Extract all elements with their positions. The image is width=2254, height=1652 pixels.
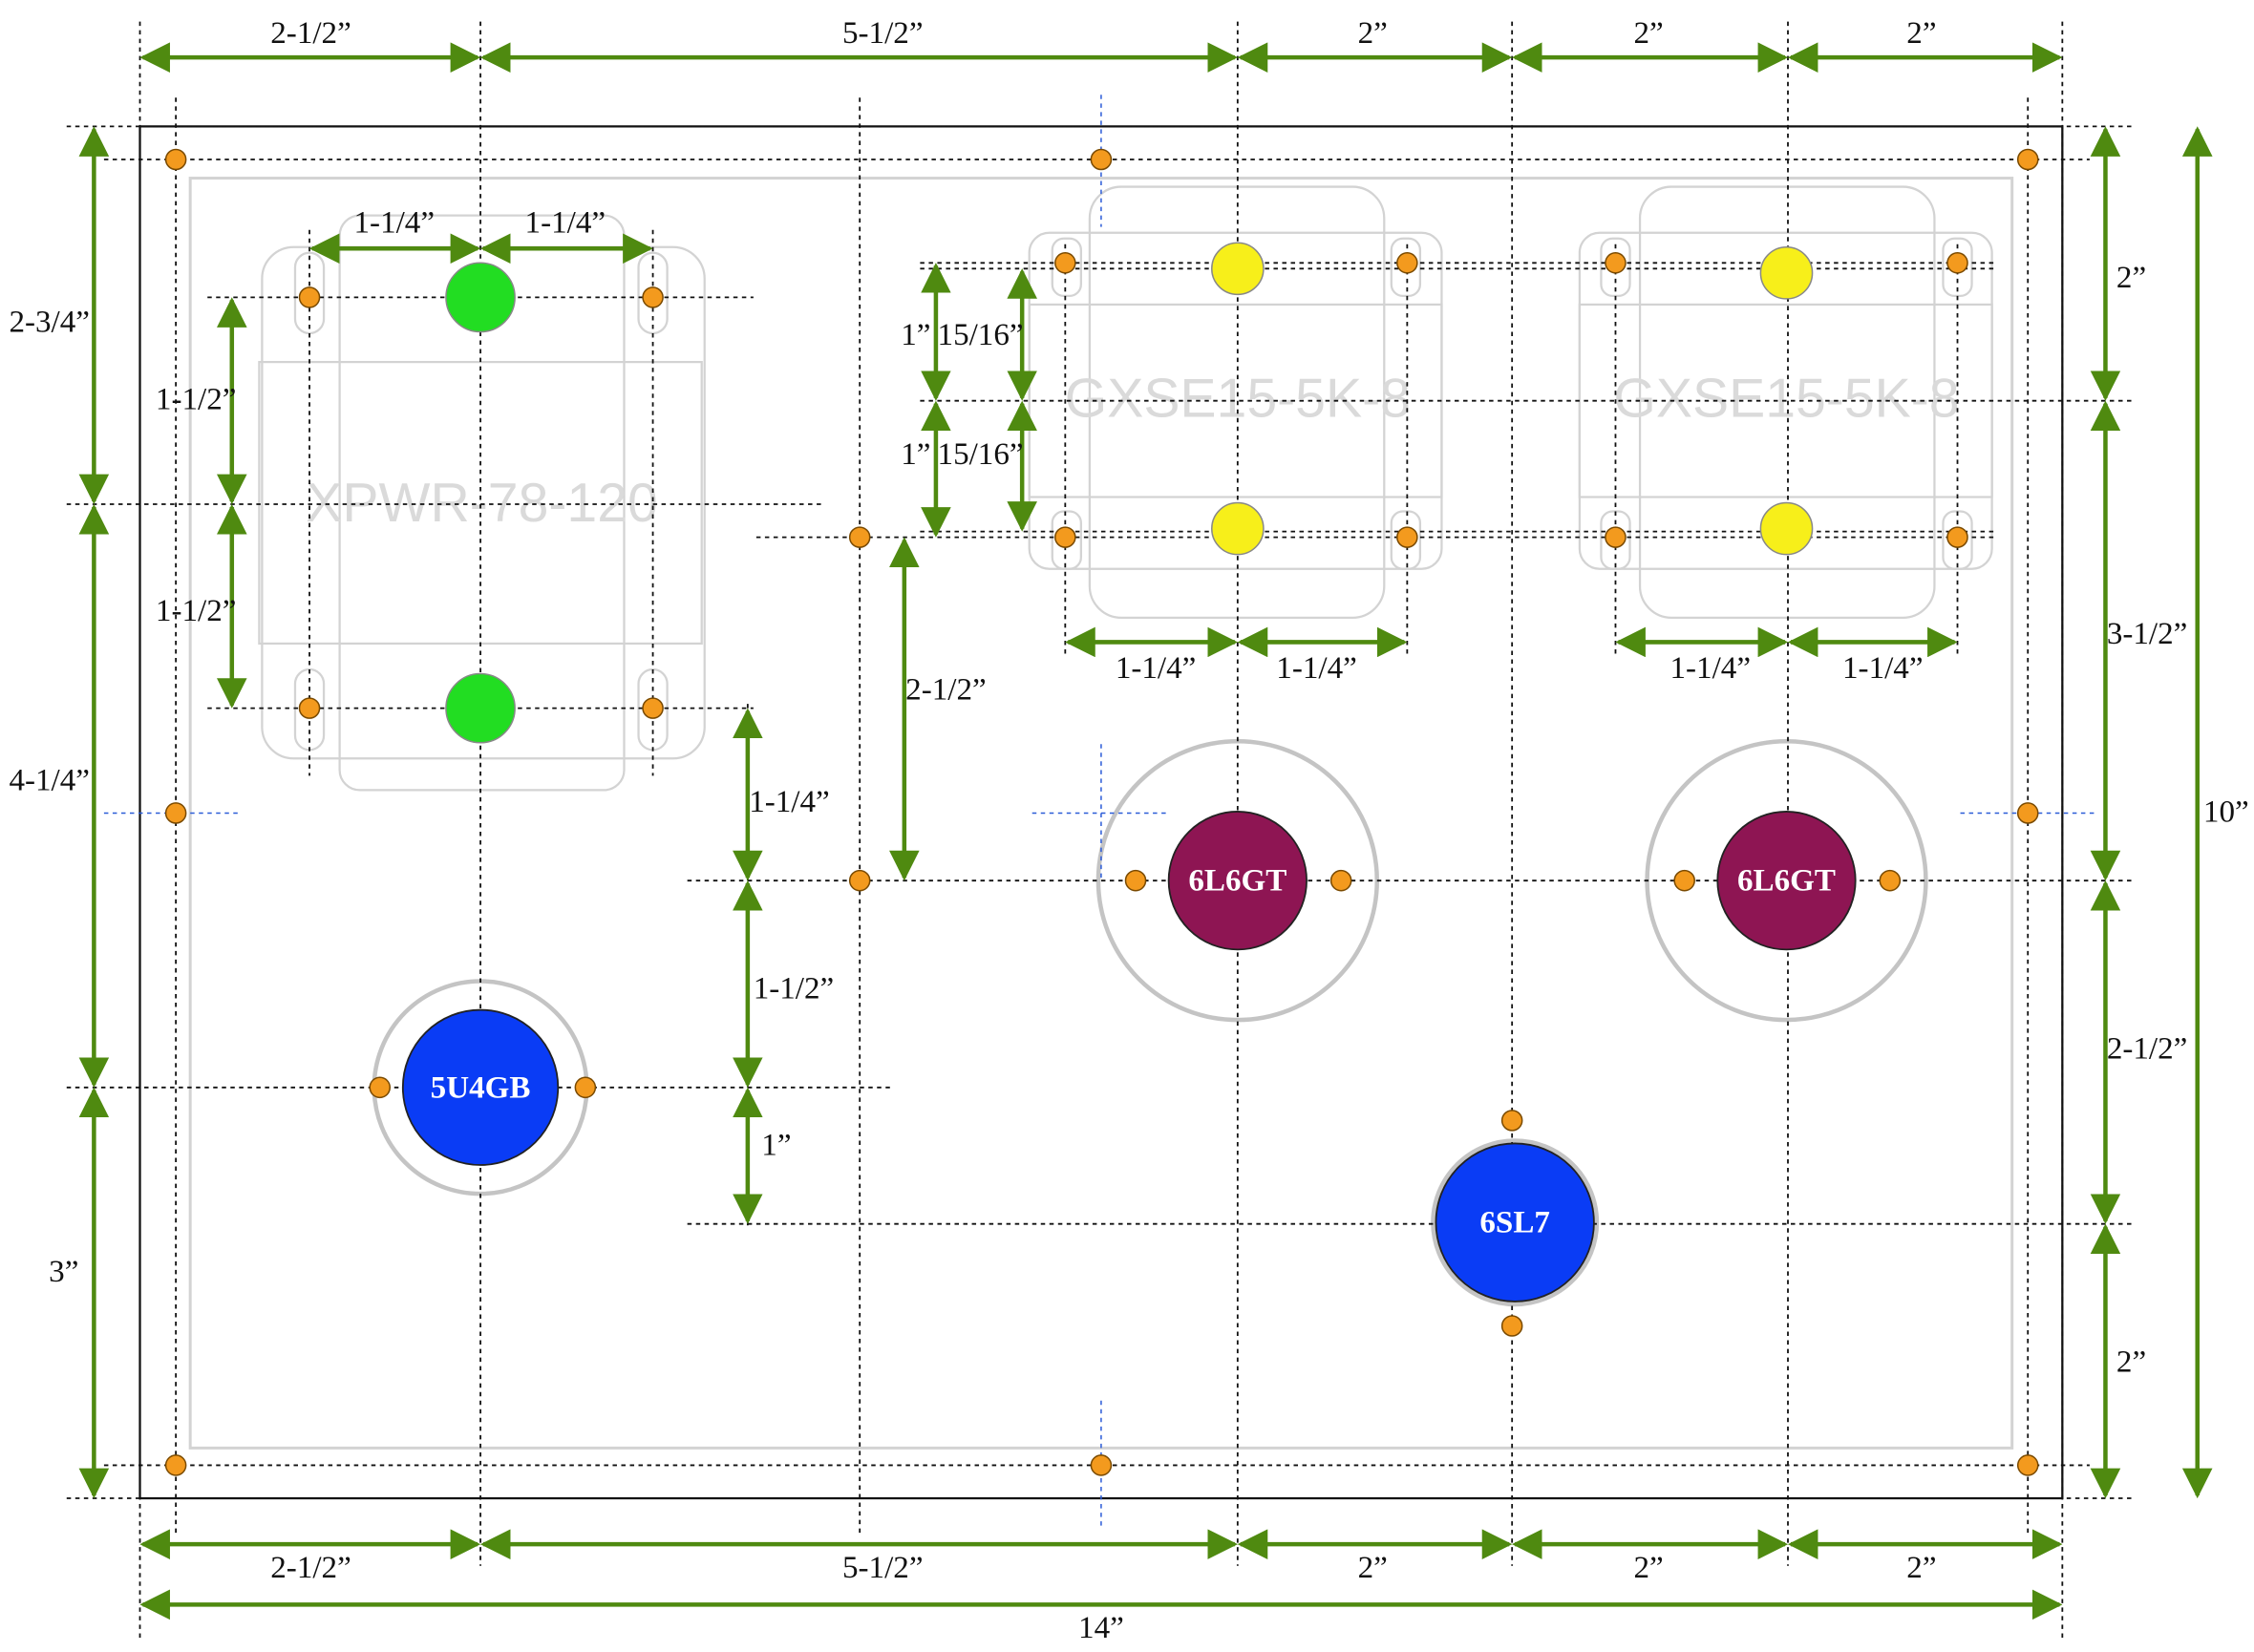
mount-hole [298, 286, 321, 308]
rectifier-tube-label: 5U4GB [431, 1070, 531, 1105]
dimension-arrows [78, 42, 2213, 1620]
dim-top-4: 2” [1633, 16, 1663, 51]
rectifier-tube-5u4gb [401, 1008, 560, 1166]
dim-right-2: 3-1/2” [2107, 617, 2188, 651]
dim-bottom-2: 5-1/2” [842, 1551, 924, 1585]
power-transformer-hole-bottom [445, 672, 516, 744]
dim-center-1: 2-1/2” [905, 673, 987, 708]
dim-overall-height: 10” [2203, 794, 2249, 829]
power-tube-left-label: 6L6GT [1188, 864, 1286, 899]
mount-hole [1329, 869, 1352, 892]
mount-hole [1673, 869, 1695, 892]
dim-ot-v-outer-1: 1” [901, 318, 930, 352]
output-transformer-left-hole-bottom [1211, 501, 1265, 556]
dim-bottom-4: 2” [1633, 1551, 1663, 1585]
output-transformer-right-label: GXSE15-5K-8 [1613, 368, 1959, 429]
dim-bottom-1: 2-1/2” [270, 1551, 351, 1585]
mount-hole [164, 1454, 187, 1476]
mount-hole [642, 286, 664, 308]
mount-hole [1090, 1454, 1113, 1476]
dim-pt-v-2: 1-1/2” [156, 594, 237, 628]
dim-pt-v-1: 1-1/2” [156, 383, 237, 417]
dim-ot-v-outer-2: 1” [901, 437, 930, 472]
dim-pt-h-2: 1-1/4” [525, 206, 606, 241]
dim-right-1: 2” [2116, 261, 2146, 295]
mount-hole [2016, 148, 2039, 171]
mount-hole [1879, 869, 1902, 892]
mount-hole [2016, 1454, 2039, 1476]
tubes [401, 811, 1857, 1303]
mount-hole [2016, 802, 2039, 824]
dim-top-3: 2” [1358, 16, 1388, 51]
dim-bottom-3: 2” [1358, 1551, 1388, 1585]
mount-hole [1054, 252, 1076, 274]
power-tube-right-6l6gt [1716, 811, 1857, 951]
tube-socket-rings [372, 738, 1928, 1307]
output-transformer-right-hole-top [1759, 245, 1814, 300]
dimension-labels: 2-1/2” 5-1/2” 2” 2” 2” 2-1/2” 5-1/2” 2” … [9, 16, 2248, 1645]
dim-otr-h-2: 1-1/4” [1842, 651, 1924, 686]
dim-pt-h-1: 1-1/4” [354, 206, 436, 241]
driver-tube-label: 6SL7 [1479, 1206, 1550, 1240]
mount-hole [848, 869, 871, 892]
power-transformer-hole-top [445, 262, 516, 333]
mount-hole [574, 1076, 597, 1099]
driver-tube-6sl7 [1435, 1142, 1595, 1303]
transformer-holes [445, 242, 1814, 744]
dim-top-2: 5-1/2” [842, 16, 924, 51]
mount-hole [1946, 252, 1968, 274]
dim-bottom-5: 2” [1906, 1551, 1936, 1585]
dim-center-3: 1-1/2” [754, 972, 835, 1006]
mount-hole [1605, 252, 1627, 274]
mount-hole [1396, 526, 1418, 548]
mounting-holes [164, 148, 2039, 1476]
mount-hole [1605, 526, 1627, 548]
mount-hole [642, 697, 664, 719]
mount-hole [164, 802, 187, 824]
output-transformer-left-hole-top [1211, 242, 1265, 296]
dim-center-2: 1-1/4” [749, 785, 830, 819]
mount-hole [164, 148, 187, 171]
mount-hole [1396, 252, 1418, 274]
mount-hole [1054, 526, 1076, 548]
power-transformer-label: XPWR-78-120 [306, 473, 657, 534]
mount-hole [369, 1076, 392, 1099]
dim-top-5: 2” [1906, 16, 1936, 51]
mount-hole [1946, 526, 1968, 548]
dim-right-3: 2-1/2” [2107, 1032, 2188, 1067]
dim-ot-v-inner-1: 15/16” [938, 318, 1024, 352]
mount-hole [1500, 1315, 1523, 1337]
dim-otl-h-2: 1-1/4” [1276, 651, 1357, 686]
mount-hole [848, 526, 871, 548]
dim-center-4: 1” [761, 1128, 791, 1162]
power-tube-right-label: 6L6GT [1737, 864, 1836, 899]
dim-top-1: 2-1/2” [270, 16, 351, 51]
dim-otr-h-1: 1-1/4” [1670, 651, 1752, 686]
mount-hole [1090, 148, 1113, 171]
mount-hole [298, 697, 321, 719]
dim-overall-width: 14” [1078, 1611, 1124, 1645]
mount-hole [1124, 869, 1147, 892]
dim-otl-h-1: 1-1/4” [1116, 651, 1197, 686]
dim-ot-v-inner-2: 15/16” [938, 437, 1024, 472]
dim-left-3: 3” [49, 1255, 78, 1289]
dim-right-4: 2” [2116, 1345, 2146, 1380]
dim-left-2: 4-1/4” [9, 763, 90, 797]
output-transformer-right-hole-bottom [1759, 501, 1814, 556]
power-tube-left-6l6gt [1167, 811, 1308, 951]
dim-left-1: 2-3/4” [9, 306, 90, 340]
mount-hole [1500, 1110, 1523, 1132]
